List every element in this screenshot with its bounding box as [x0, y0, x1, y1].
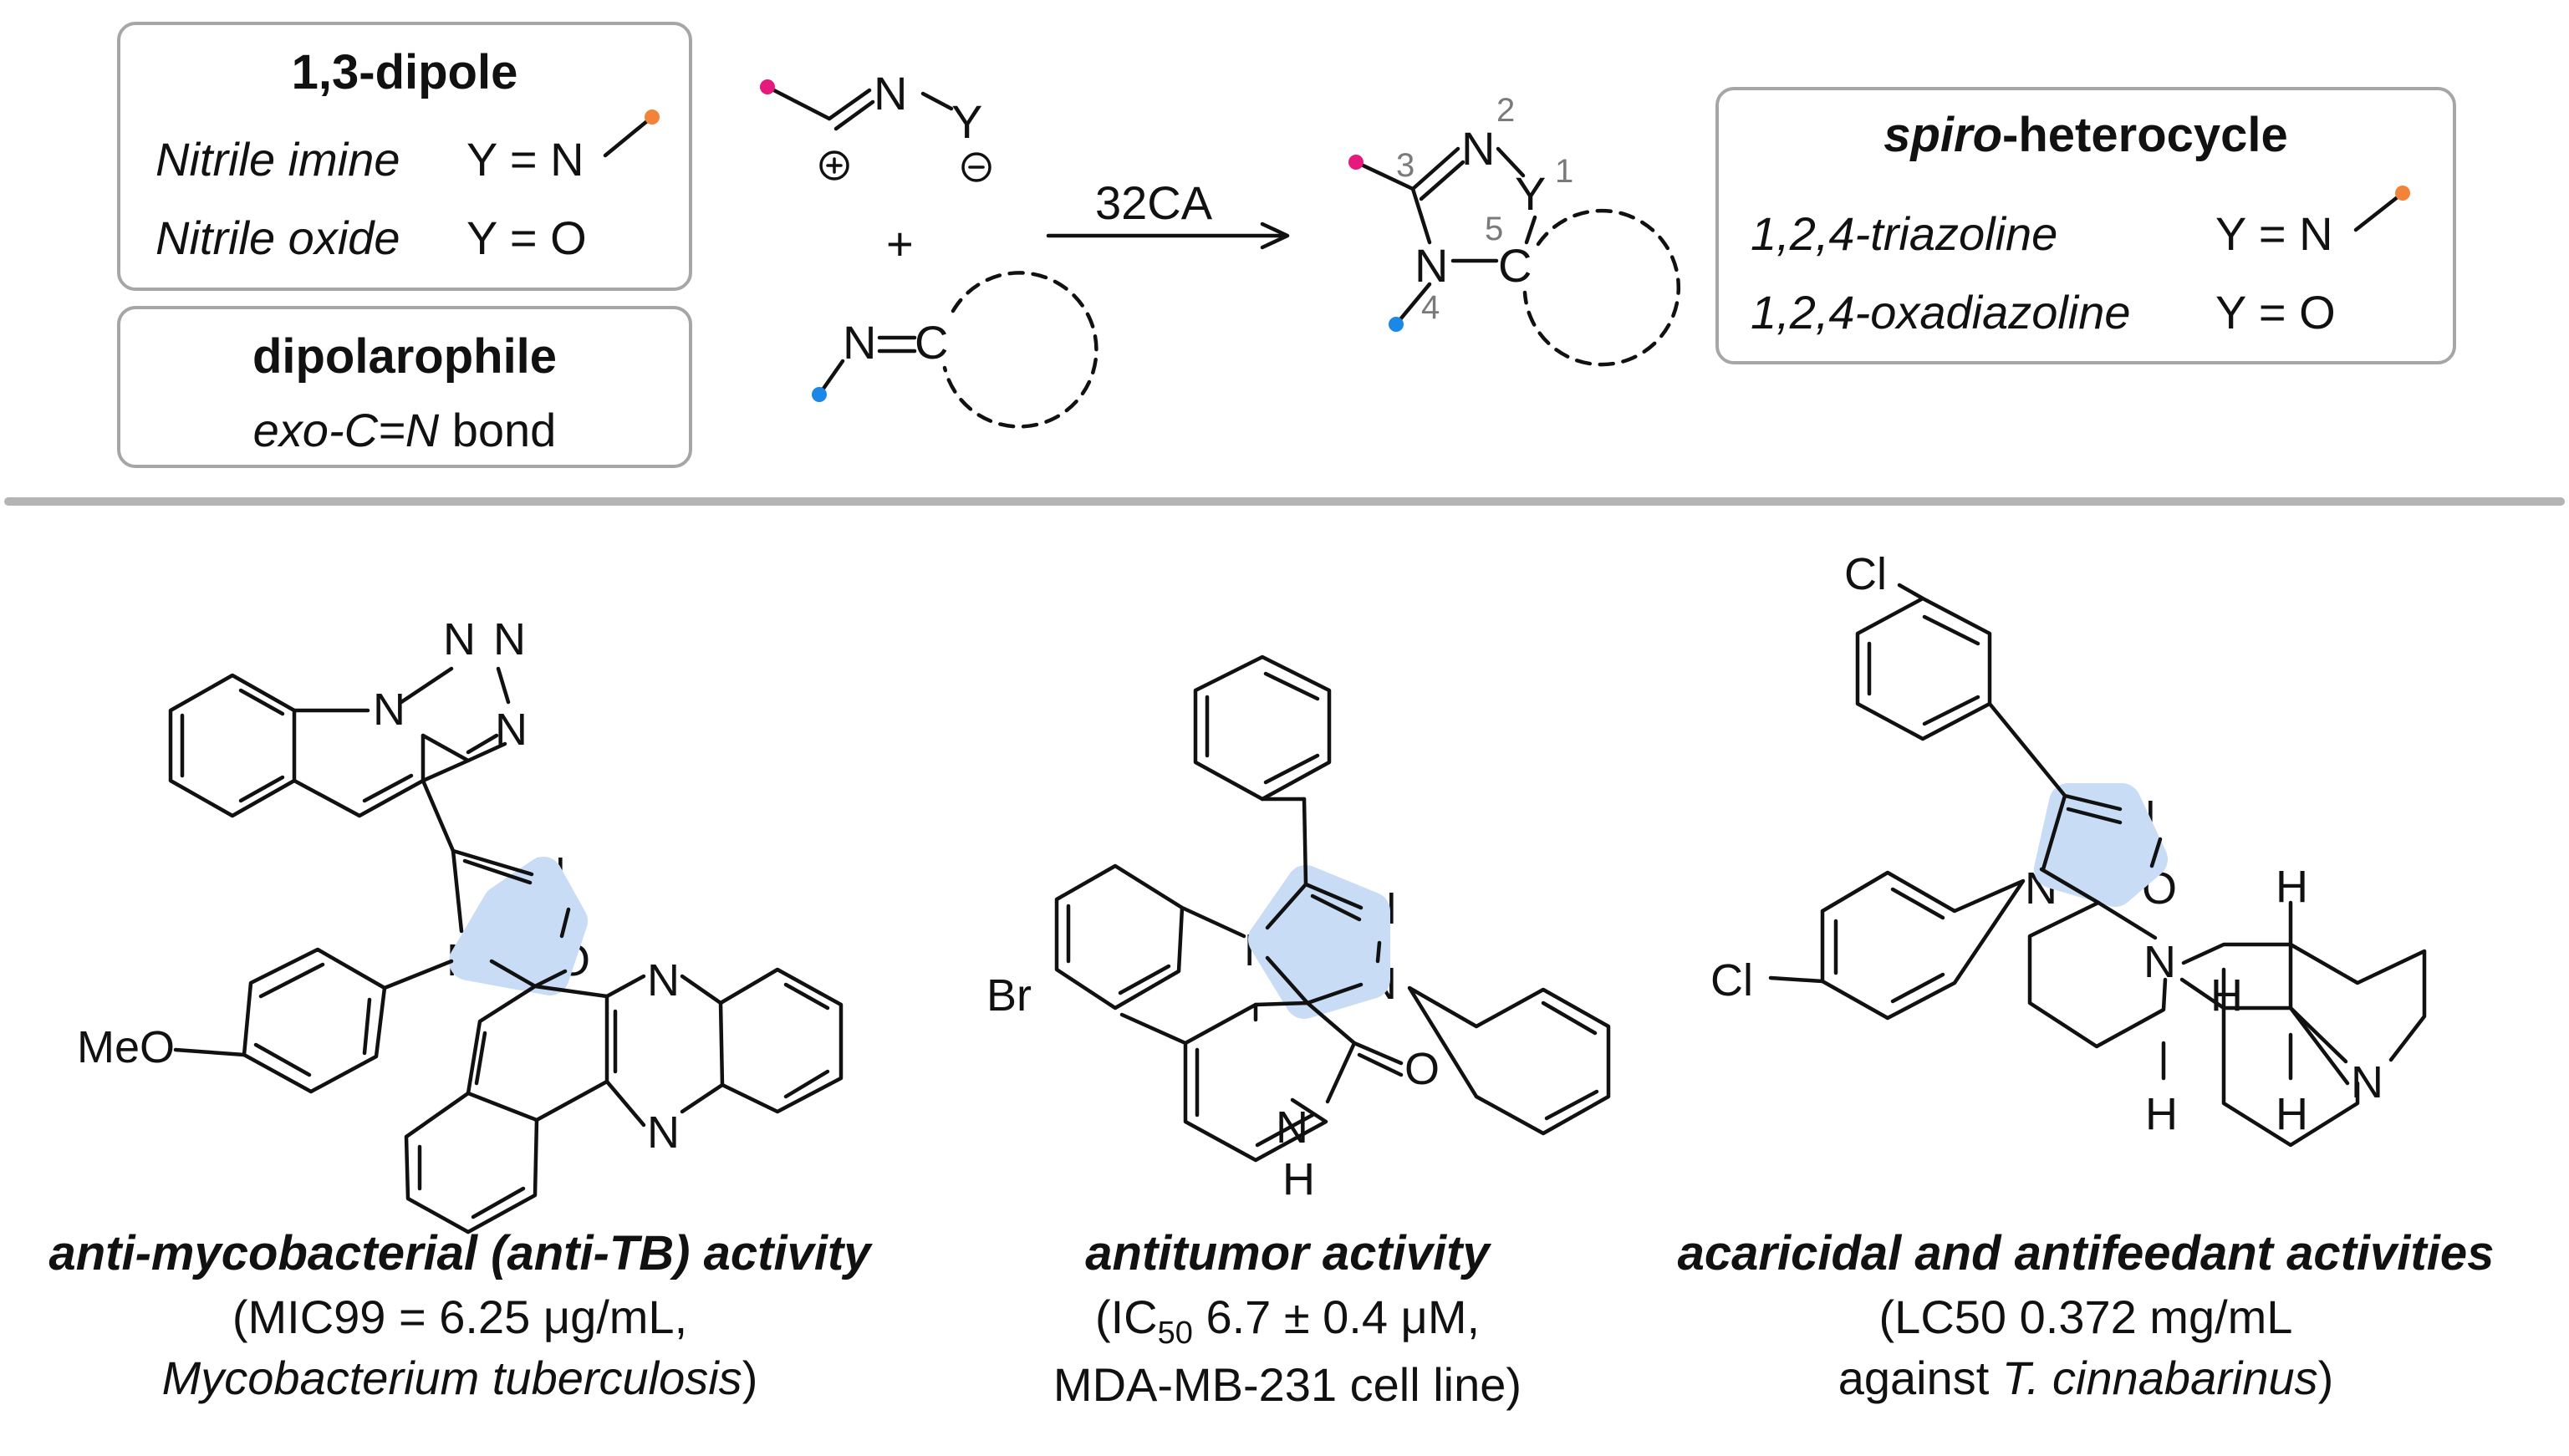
- dipolarophile-dashed-ring: [942, 271, 1098, 429]
- dipole-box: [117, 22, 692, 291]
- dipolarophile-c-atom: C: [915, 316, 949, 369]
- c1-tetrazole-n3: N: [495, 705, 528, 755]
- c2-indole-n: N: [1276, 1102, 1308, 1153]
- dipolarophile-box-title: dipolarophile: [252, 329, 558, 384]
- ring-number-2: 2: [1496, 92, 1516, 129]
- c3-h-mid: H: [2210, 970, 2243, 1021]
- caption-anti-tb: anti-mycobacterial (anti-TB) activity (M…: [8, 1222, 911, 1409]
- ring-number-4: 4: [1421, 289, 1440, 326]
- c2-ring-highlight: [1248, 865, 1390, 1019]
- reaction-plus: +: [886, 217, 914, 270]
- product-c3n2-2: [1419, 160, 1465, 201]
- triazoline-eq: Y = N: [2215, 207, 2333, 260]
- caption-antitumor-ic50: (IC50 6.7 ± 0.4 μM,: [1094, 1290, 1481, 1351]
- compound-3-structure: [1768, 583, 2427, 1148]
- plus-charge-circle: [819, 150, 849, 181]
- dipolarophile-n-bond: [817, 359, 845, 397]
- dipolarophile-bond-label: exo-C=N bond: [252, 404, 557, 456]
- nitrile-imine-label: Nitrile imine: [155, 133, 400, 186]
- product-c5-atom: C: [1498, 239, 1532, 292]
- compound-2-structure: [1054, 654, 1611, 1163]
- nitrile-imine-eq: Y = N: [466, 133, 584, 186]
- caption-acaricidal-lc50: (LC50 0.372 mg/mL: [1878, 1290, 2293, 1343]
- dipole-pink-dot: [760, 79, 775, 94]
- product-y1-atom: Y: [1515, 167, 1547, 220]
- c3-oxad-n: N: [2123, 792, 2156, 842]
- caption-acaricidal-target: against T. cinnabarinus): [1838, 1352, 2334, 1405]
- dipole-ny-bond: [920, 91, 954, 111]
- c3-quin-n1: N: [2143, 937, 2176, 987]
- c3-h-bottom-left: H: [2145, 1089, 2178, 1139]
- ring-number-5: 5: [1485, 211, 1504, 247]
- c2-triazole-n3: N: [1364, 959, 1397, 1009]
- c1-pyrazine-n2: N: [647, 1107, 680, 1158]
- c1-tetrazole-n1: N: [443, 614, 476, 664]
- dipole-box-title: 1,3-dipole: [291, 45, 518, 99]
- caption-anti-tb-organism: Mycobacterium tuberculosis): [161, 1352, 758, 1405]
- c2-br-label: Br: [986, 970, 1032, 1021]
- dipole-n-atom: N: [874, 67, 908, 120]
- c3-h-bottom-right: H: [2276, 1089, 2308, 1139]
- dipole-y-atom: Y: [951, 95, 983, 148]
- c2-indole-h: H: [1282, 1154, 1315, 1204]
- c2-carbonyl-o: O: [1404, 1044, 1440, 1094]
- c1-tetrazole-n4: N: [373, 685, 405, 735]
- nitrile-oxide-label: Nitrile oxide: [155, 211, 400, 264]
- c2-triazole-n2: N: [1364, 883, 1397, 934]
- c2-triazole-n1: N: [1244, 925, 1277, 975]
- ring-number-1: 1: [1555, 153, 1574, 190]
- ring-number-3: 3: [1396, 147, 1415, 184]
- product-n2-atom: N: [1461, 122, 1496, 175]
- product-c3n2-1: [1410, 146, 1460, 191]
- c1-meo-label: MeO: [77, 1022, 176, 1072]
- minus-charge-circle: [961, 152, 991, 182]
- c1-oxad-n4: N: [446, 935, 479, 985]
- c1-pyrazine-n1: N: [647, 955, 680, 1005]
- dipole-cn-bond-1: [765, 84, 832, 121]
- c3-oxad-n4: N: [2025, 863, 2057, 914]
- dipolarophile-box: [117, 306, 692, 468]
- triazoline-label: 1,2,4-triazoline: [1751, 207, 2058, 260]
- caption-anti-tb-mic: (MIC99 = 6.25 μg/mL,: [232, 1290, 688, 1343]
- caption-acaricidal: acaricidal and antifeedant activities (L…: [1622, 1222, 2550, 1409]
- arrow-label: 32CA: [1095, 176, 1213, 229]
- product-n4-atom: N: [1414, 239, 1449, 292]
- product-dashed-ring: [1522, 208, 1681, 367]
- spiro-box-title: spiro-heterocycle: [1883, 108, 2288, 162]
- caption-anti-tb-title: anti-mycobacterial (anti-TB) activity: [48, 1226, 871, 1280]
- c3-cl-top: Cl: [1844, 549, 1887, 599]
- c1-oxad-o: O: [555, 935, 591, 985]
- dipole-cn-bond-2: [827, 88, 872, 121]
- c3-cl-left: Cl: [1710, 955, 1753, 1005]
- c3-quin-n2: N: [2351, 1057, 2383, 1107]
- dipolarophile-n-atom: N: [843, 316, 877, 369]
- product-pink-dot: [1348, 155, 1364, 170]
- c3-oxad-o: O: [2142, 863, 2178, 914]
- caption-antitumor: antitumor activity (IC50 6.7 ± 0.4 μM, M…: [945, 1222, 1630, 1416]
- c1-tetrazole-n2: N: [493, 614, 526, 664]
- oxadiazoline-eq: Y = O: [2215, 286, 2336, 339]
- dipole-cn-bond-3: [833, 99, 875, 131]
- nitrile-oxide-eq: Y = O: [466, 211, 587, 264]
- spiro-box: [1715, 87, 2456, 364]
- caption-antitumor-cellline: MDA-MB-231 cell line): [1053, 1357, 1522, 1411]
- dipolarophile-blue-dot: [812, 387, 827, 402]
- caption-acaricidal-title: acaricidal and antifeedant activities: [1677, 1226, 2495, 1280]
- c1-oxad-n: N: [533, 848, 566, 899]
- product-blue-dot: [1389, 317, 1404, 332]
- oxadiazoline-label: 1,2,4-oxadiazoline: [1751, 286, 2131, 339]
- c3-h-top: H: [2276, 862, 2308, 912]
- product-c3n4: [1410, 186, 1432, 245]
- caption-antitumor-title: antitumor activity: [1085, 1226, 1490, 1280]
